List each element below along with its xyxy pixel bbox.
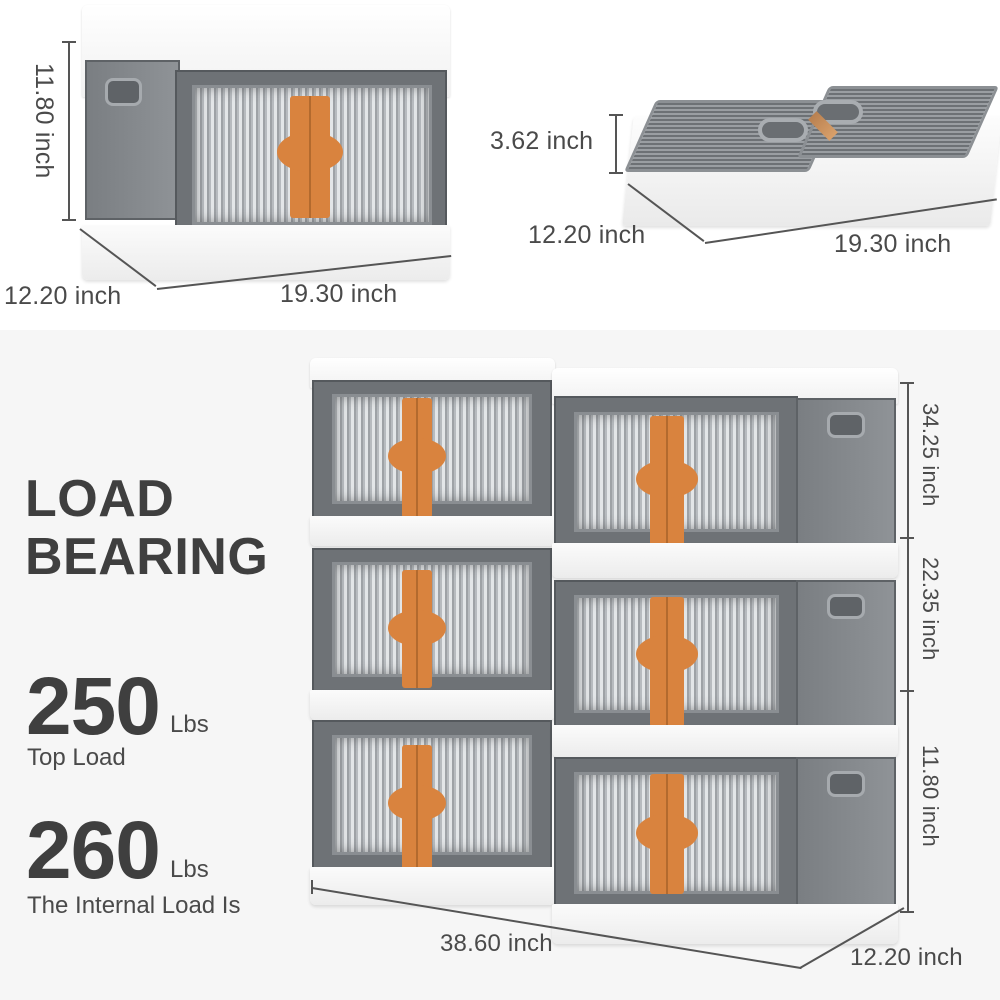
internal-load-unit: Lbs [170, 856, 209, 883]
load-bearing-title: LOAD BEARING [25, 470, 268, 586]
box-side-panel [85, 60, 180, 220]
folded-box-width-label: 19.30 inch [834, 230, 952, 258]
stack-depth-label: 12.20 inch [850, 944, 963, 971]
latch-split [416, 570, 418, 688]
dimension-tick [311, 880, 313, 894]
dimension-tick [900, 382, 914, 384]
box-base [310, 867, 555, 905]
box-side-panel [796, 580, 896, 728]
latch-split [309, 96, 311, 218]
stack-height-label-1: 11.80 inch [918, 745, 943, 847]
top-load-caption: Top Load [27, 744, 126, 771]
stack-box-left-2 [310, 540, 555, 720]
dimension-tick [609, 114, 623, 116]
handle-icon [826, 770, 866, 797]
dimension-tick [900, 537, 914, 539]
stack-height-label-3: 34.25 inch [918, 403, 943, 507]
latch-split [666, 597, 668, 727]
single-box-width-label: 19.30 inch [280, 280, 398, 308]
box-base [552, 904, 898, 944]
stack-box-right-2 [552, 575, 900, 757]
top-load-unit: Lbs [170, 711, 209, 738]
top-panel: 11.80 inch 12.20 inch 19.30 inch 3.62 in… [0, 0, 1000, 330]
stack-box-right-1 [552, 368, 900, 578]
stack-height-dimension-line [907, 382, 909, 912]
latch-split [666, 774, 668, 894]
height-dimension-line [68, 41, 70, 221]
dimension-tick [900, 911, 914, 913]
box-base [552, 543, 898, 578]
latch-split [416, 398, 418, 518]
folded-box-depth-label: 12.20 inch [528, 221, 646, 249]
load-title-line2: BEARING [25, 528, 269, 586]
internal-load-value: 260 [26, 805, 161, 896]
box-base [552, 725, 898, 757]
box-base [310, 690, 555, 720]
box-side-panel [796, 757, 896, 907]
stack-width-label: 38.60 inch [440, 930, 553, 957]
single-box-depth-label: 12.20 inch [4, 282, 122, 310]
handle-icon [105, 77, 142, 106]
latch-split [416, 745, 418, 870]
stack-box-left-1 [310, 358, 555, 546]
stack-box-right-3 [552, 752, 900, 947]
stack-box-left-3 [310, 715, 555, 910]
dimension-tick [62, 41, 76, 43]
dimension-tick [609, 172, 623, 174]
handle-icon [826, 593, 866, 620]
internal-load-caption: The Internal Load Is [27, 892, 241, 919]
handle-icon [758, 118, 808, 142]
latch-split [666, 416, 668, 546]
dimension-tick [900, 690, 914, 692]
box-base [82, 225, 450, 280]
single-box-height-label: 11.80 inch [30, 63, 58, 179]
top-load-value: 250 [26, 661, 161, 752]
dimension-tick [62, 219, 76, 221]
single-box-illustration [80, 0, 460, 290]
stack-height-label-2: 22.35 inch [918, 557, 943, 661]
box-side-panel [796, 398, 896, 548]
load-title-line1: LOAD [25, 470, 175, 528]
folded-box-height-label: 3.62 inch [490, 127, 594, 155]
folded-height-dimension-line [615, 114, 617, 174]
box-base [310, 516, 555, 546]
folded-box-illustration [622, 78, 1000, 238]
handle-icon [826, 411, 866, 438]
